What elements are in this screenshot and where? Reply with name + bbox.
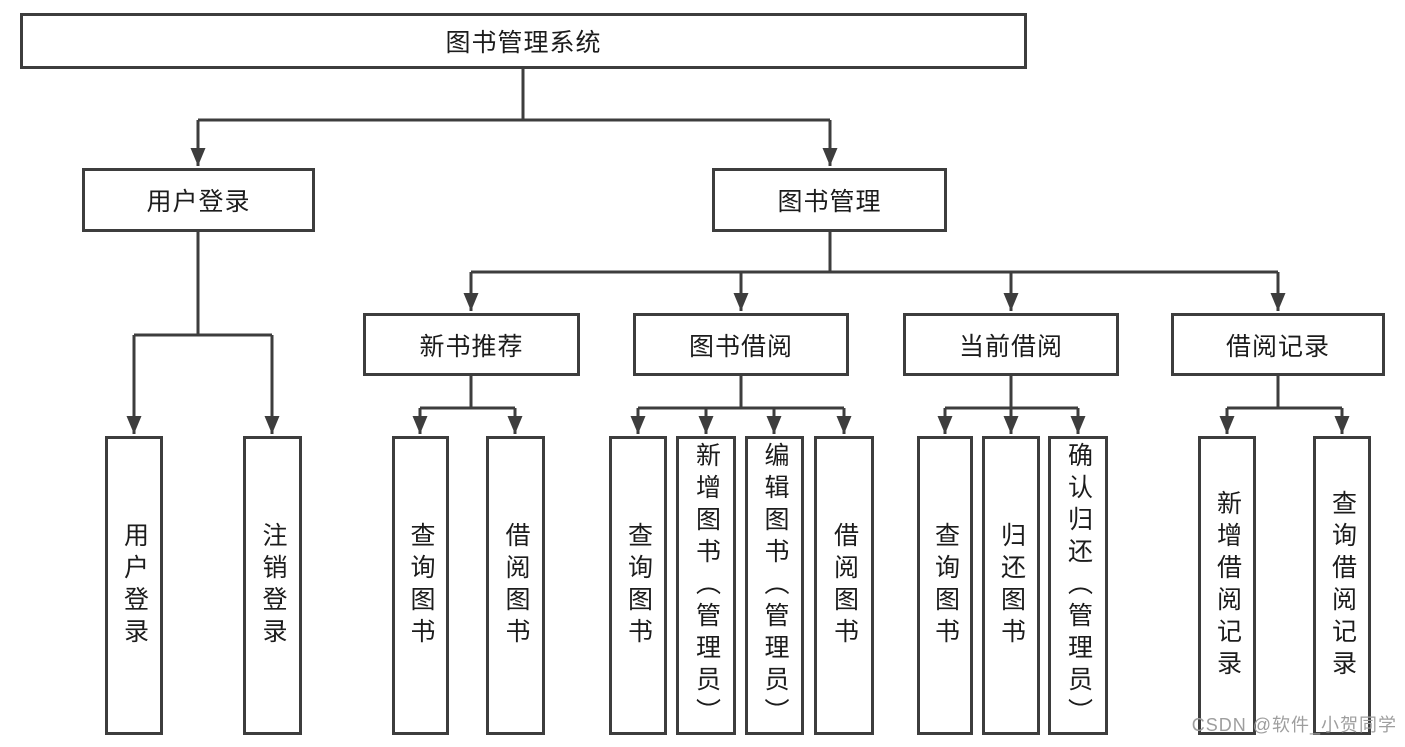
leaf-add-borrow-record: 新增借阅记录 (1198, 436, 1256, 735)
leaf-edit-books-admin: 编辑图书（管理员） (745, 436, 804, 735)
leaf-add-borrow-record-label: 新增借阅记录 (1213, 489, 1242, 682)
leaf-user-login: 用户登录 (105, 436, 163, 735)
leaf-logout-label: 注销登录 (259, 521, 287, 650)
connector-book-management-to-level3 (463, 232, 1286, 311)
leaf-query-books-recommend-label: 查询图书 (407, 521, 435, 650)
connector-user-login-to-children (126, 232, 280, 434)
leaf-query-borrow-record: 查询借阅记录 (1313, 436, 1371, 735)
leaf-query-books-recommend: 查询图书 (392, 436, 449, 735)
leaf-edit-books-admin-label: 编辑图书（管理员） (761, 441, 789, 730)
connector-book-borrowing-to-children (630, 375, 852, 434)
node-book-management: 图书管理 (712, 168, 947, 232)
node-new-book-recommend: 新书推荐 (363, 313, 580, 376)
leaf-query-borrow-record-label: 查询借阅记录 (1328, 489, 1357, 682)
node-book-management-label: 图书管理 (777, 188, 882, 216)
leaf-borrow-books-borrowing: 借阅图书 (814, 436, 874, 735)
node-book-borrowing: 图书借阅 (633, 313, 849, 376)
leaf-return-books-label: 归还图书 (997, 521, 1026, 650)
node-book-borrowing-label: 图书借阅 (688, 332, 793, 361)
leaf-borrow-books-recommend-label: 借阅图书 (502, 521, 530, 650)
leaf-logout: 注销登录 (243, 436, 302, 735)
node-root-label: 图书管理系统 (445, 29, 602, 57)
node-root: 图书管理系统 (20, 13, 1027, 69)
leaf-query-books-borrowing: 查询图书 (609, 436, 667, 735)
leaf-return-books: 归还图书 (982, 436, 1040, 735)
connector-new-book-recommend-to-children (412, 375, 523, 434)
node-borrowing-records-label: 借阅记录 (1225, 332, 1330, 361)
leaf-user-login-label: 用户登录 (120, 521, 149, 650)
node-user-login-label: 用户登录 (146, 188, 251, 216)
leaf-confirm-return-admin: 确认归还（管理员） (1048, 436, 1108, 735)
connector-root-to-level2 (190, 69, 838, 166)
leaf-add-books-admin: 新增图书（管理员） (676, 436, 736, 735)
connector-borrowing-records-to-children (1219, 375, 1350, 434)
leaf-query-books-current: 查询图书 (917, 436, 973, 735)
node-user-login: 用户登录 (82, 168, 315, 232)
leaf-query-books-current-label: 查询图书 (931, 521, 960, 650)
leaf-borrow-books-borrowing-label: 借阅图书 (830, 521, 859, 650)
node-new-book-recommend-label: 新书推荐 (419, 332, 524, 361)
node-borrowing-records: 借阅记录 (1171, 313, 1385, 376)
node-current-borrowing: 当前借阅 (903, 313, 1119, 376)
leaf-borrow-books-recommend: 借阅图书 (486, 436, 545, 735)
connector-current-borrowing-to-children (937, 375, 1086, 434)
leaf-confirm-return-admin-label: 确认归还（管理员） (1064, 441, 1093, 730)
leaf-add-books-admin-label: 新增图书（管理员） (692, 441, 721, 730)
csdn-watermark: CSDN @软件_小贺同学 (1191, 715, 1397, 735)
leaf-query-books-borrowing-label: 查询图书 (624, 521, 653, 650)
node-current-borrowing-label: 当前借阅 (958, 332, 1063, 361)
